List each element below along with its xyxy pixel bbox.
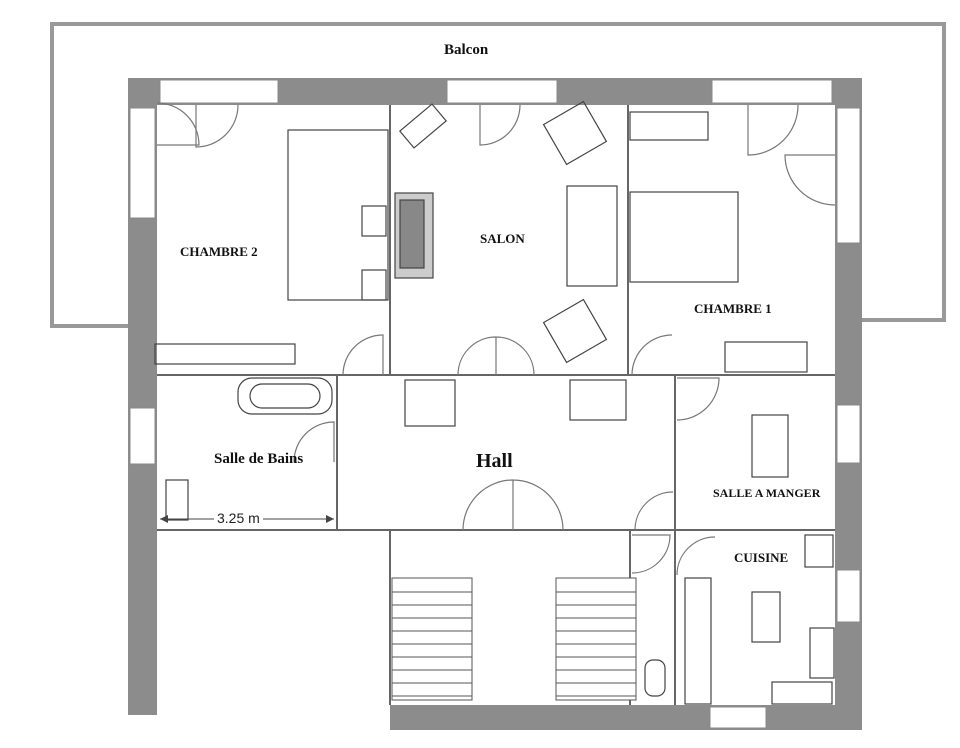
bathroom-width-dimension: 3.25 m <box>214 510 263 526</box>
windows <box>129 79 861 729</box>
interior-walls <box>157 105 835 705</box>
staircases <box>391 577 637 701</box>
balcony-label: Balcon <box>444 42 489 58</box>
bathroom-label: Salle de Bains <box>214 451 304 467</box>
kitchen-label: CUISINE <box>734 550 789 565</box>
furniture <box>154 100 835 705</box>
dining-room-label: SALLE A MANGER <box>713 486 821 500</box>
hall-label: Hall <box>476 450 513 472</box>
doors <box>156 102 836 576</box>
living-room-label: SALON <box>480 231 525 246</box>
balcony-outline <box>50 22 946 328</box>
bedroom2-label: CHAMBRE 2 <box>180 244 258 259</box>
bedroom1-label: CHAMBRE 1 <box>694 301 772 316</box>
